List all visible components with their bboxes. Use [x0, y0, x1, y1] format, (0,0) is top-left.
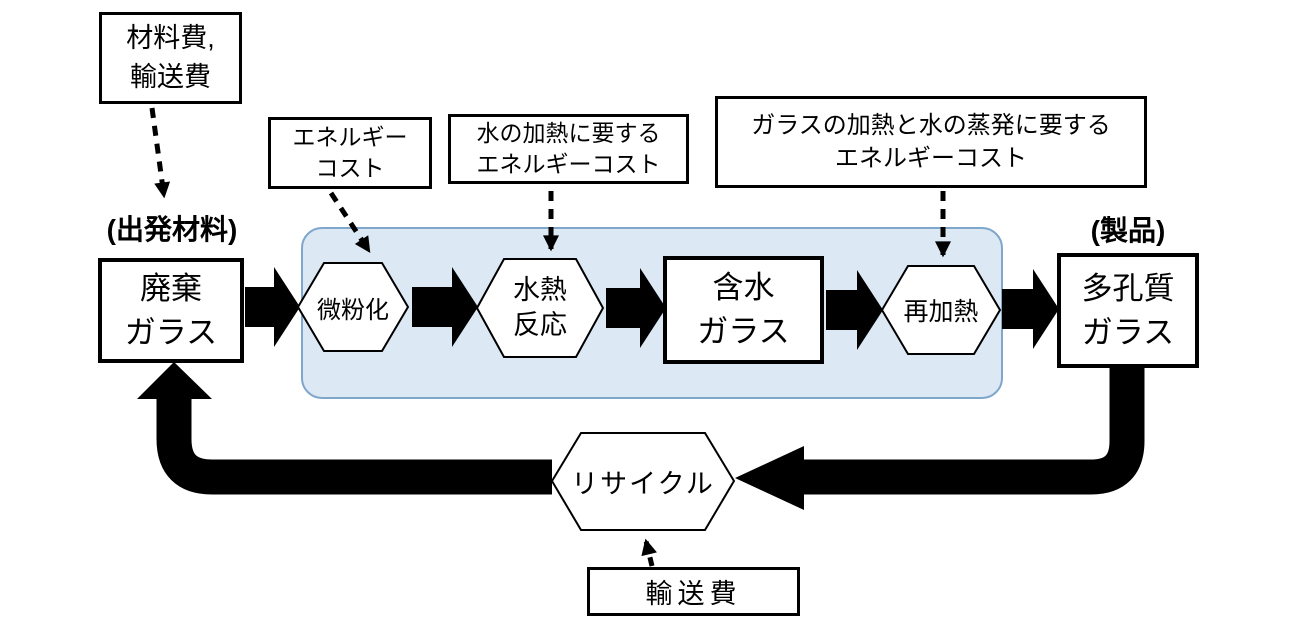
flow-arrow-2-icon	[412, 267, 478, 347]
hexagon-pulverization-shape	[296, 262, 410, 352]
cost-box-transport: 輸送費	[587, 567, 800, 616]
node-hydrothermal-label: 水熱 反応	[513, 275, 567, 340]
dashed-arrow-transport-cost-icon	[641, 538, 657, 567]
recycle-return-path-left	[156, 398, 552, 495]
flow-arrow-1-icon	[245, 267, 300, 347]
dashed-arrow-material-cost-icon	[149, 107, 171, 199]
node-hydrated-glass: 含水 ガラス	[663, 256, 824, 364]
recycle-return-arrowhead-up-icon	[137, 362, 212, 399]
node-waste-glass: 廃棄 ガラス	[98, 258, 244, 363]
hexagon-hydrothermal-shape	[475, 258, 605, 358]
node-recycle-label: リサイクル	[571, 469, 715, 499]
cost-box-energy: エネルギー コスト	[268, 117, 432, 189]
flow-arrow-5-icon	[1002, 269, 1059, 349]
flow-arrow-3-icon	[606, 268, 666, 348]
recycle-return-path-right	[801, 367, 1145, 495]
flow-arrow-4-icon	[826, 270, 883, 350]
node-porous-glass: 多孔質 ガラス	[1057, 253, 1199, 368]
start-material-label: (出発材料)	[106, 214, 238, 245]
hexagon-recycle-shape	[550, 432, 736, 531]
dashed-arrow-energy-cost-icon	[328, 191, 372, 254]
hexagon-reheating-shape	[880, 265, 1002, 355]
cost-box-material-transport: 材料費, 輸送費	[99, 12, 242, 104]
node-pulverization-label: 微粉化	[317, 296, 389, 324]
cost-box-glass-heating-evaporation: ガラスの加熱と水の蒸発に要する エネルギーコスト	[715, 96, 1147, 188]
cost-box-water-heating: 水の加熱に要する エネルギーコスト	[448, 114, 689, 184]
product-label: (製品)	[1090, 215, 1166, 246]
recycle-return-arrowhead-left-icon	[735, 446, 804, 510]
node-reheating-label: 再加熱	[903, 298, 979, 326]
